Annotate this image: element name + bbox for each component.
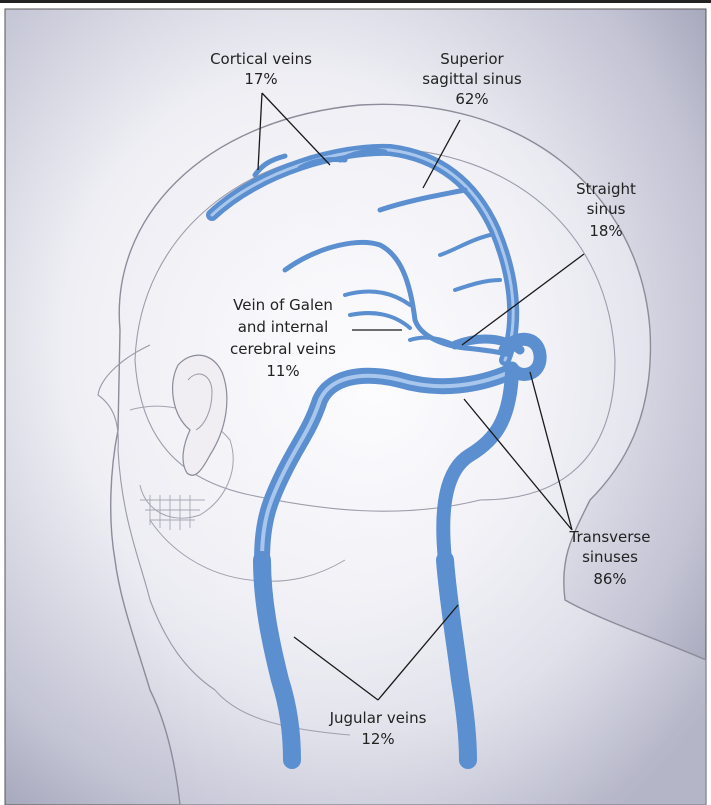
label-superior-line1: Superior <box>440 50 504 68</box>
label-galen-line3: cerebral veins <box>230 340 336 358</box>
label-transverse-line2: sinuses <box>582 548 638 566</box>
label-straight-line3: 18% <box>589 222 622 240</box>
top-rule <box>0 0 711 3</box>
label-jugular-line2: 12% <box>361 730 394 748</box>
label-transverse-line1: Transverse <box>569 528 651 546</box>
label-superior-line3: 62% <box>455 90 488 108</box>
label-superior-line2: sagittal sinus <box>422 70 522 88</box>
label-straight-line2: sinus <box>587 200 626 218</box>
label-jugular-line1: Jugular veins <box>329 709 427 727</box>
label-cortical-line2: 17% <box>244 70 277 88</box>
label-galen-line1: Vein of Galen <box>233 296 333 314</box>
label-galen-line2: and internal <box>238 318 329 336</box>
label-cortical-line1: Cortical veins <box>210 50 312 68</box>
label-straight-line1: Straight <box>576 180 636 198</box>
label-galen-line4: 11% <box>266 362 299 380</box>
label-transverse-line3: 86% <box>593 570 626 588</box>
